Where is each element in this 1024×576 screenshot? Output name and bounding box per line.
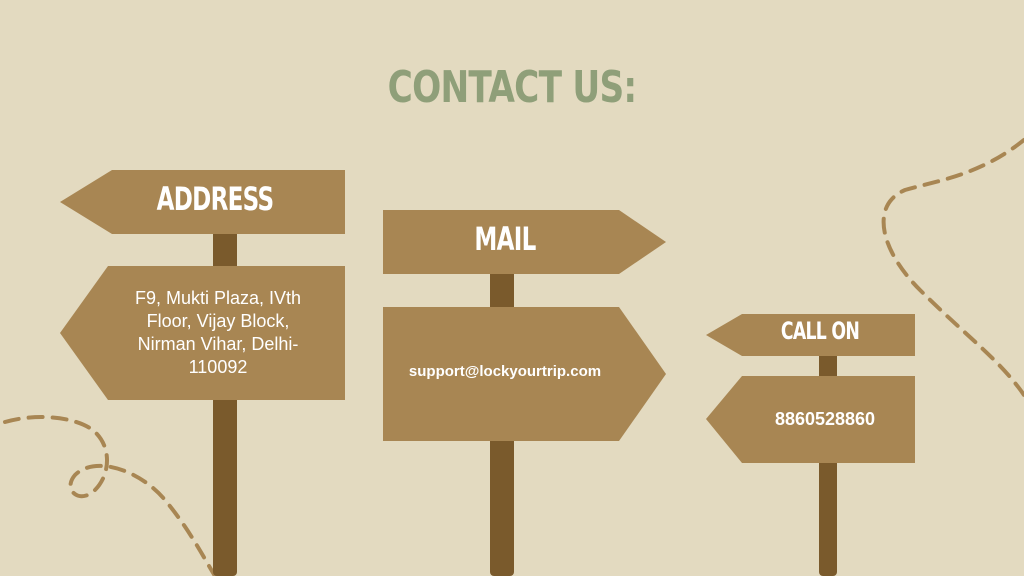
address-post xyxy=(213,230,237,270)
address-post-lower xyxy=(213,393,237,576)
mail-text: support@lockyourtrip.com xyxy=(408,363,602,380)
call-heading-sign xyxy=(706,314,915,356)
call-post-lower xyxy=(819,458,837,576)
call-heading: CALL ON xyxy=(780,317,860,345)
page-title: CONTACT US: xyxy=(387,62,637,113)
address-heading-sign xyxy=(60,170,345,234)
address-heading: ADDRESS xyxy=(156,180,274,218)
mail-heading: MAIL xyxy=(474,220,536,258)
mail-body-sign xyxy=(383,307,666,441)
mail-heading-sign xyxy=(383,210,666,274)
call-text: 8860528860 xyxy=(774,409,876,429)
address-text: F9, Mukti Plaza, IVth Floor, Vijay Block… xyxy=(134,288,302,377)
call-body-sign xyxy=(706,376,915,463)
mail-post-lower xyxy=(490,417,514,576)
address-body-sign xyxy=(60,266,345,400)
